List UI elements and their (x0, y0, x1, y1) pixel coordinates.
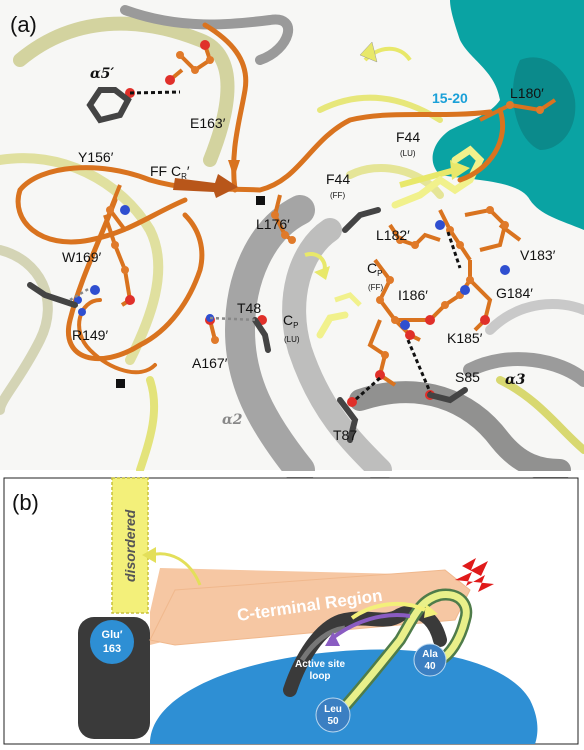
panel-b-label: (b) (12, 490, 39, 515)
orange-backbone (15, 22, 506, 375)
residue-l176: L176′ (256, 216, 290, 232)
background-ribbons (0, 5, 584, 485)
panel-a-label: (a) (10, 12, 37, 37)
panel-a: (a) α5′ E163′ Y156′ FF CR′ W169′ R149′ T… (0, 0, 584, 485)
ala-label: Ala (422, 649, 438, 660)
orange-strand-arrow (173, 174, 238, 198)
residue-a167: A167′ (192, 355, 228, 371)
leu-number: 50 (327, 716, 339, 727)
disordered-label: disordered (122, 509, 138, 582)
loop-marker (256, 196, 265, 205)
residue-f44-ff-note: (FF) (330, 191, 345, 200)
panel-b: (b) disordered C-terminal Region (3, 477, 579, 745)
residue-g184: G184′ (496, 285, 533, 301)
residue-cp-lu: CP (283, 312, 298, 330)
cp-sticks (334, 292, 362, 307)
residue-y156: Y156′ (78, 149, 114, 165)
residue-f44-ff: F44 (326, 171, 350, 187)
loop-marker (116, 379, 125, 388)
helix-a2-label: α2 (222, 412, 243, 428)
region-15-20-label: 15-20 (432, 90, 468, 106)
residue-s85: S85 (455, 369, 480, 385)
glu-163-node: Glu′ 163 (90, 620, 134, 664)
residue-e163: E163′ (190, 115, 226, 131)
purple-arrow (328, 613, 411, 642)
gray-residues (27, 87, 468, 443)
residue-l180: L180′ (510, 85, 544, 101)
yellow-arrow-mid (399, 167, 456, 188)
residue-v183: V183′ (520, 247, 556, 263)
residue-f44-lu: F44 (396, 129, 420, 145)
residue-cp-lu-note: (LU) (284, 335, 300, 344)
ala-40-node: Ala 40 (413, 643, 447, 677)
residue-t87: T87 (333, 427, 357, 443)
yellow-motion-arrow (350, 601, 426, 620)
leu-50-node: Leu 50 (315, 697, 351, 733)
residue-k185: K185′ (447, 330, 483, 346)
glu-number: 163 (103, 643, 121, 655)
residue-f44-lu-note: (LU) (400, 149, 416, 158)
glu-label: Glu′ (102, 629, 123, 641)
active-site-label-line2: loop (309, 671, 330, 682)
ala-number: 40 (424, 661, 436, 672)
helix-a5-label: α5′ (90, 66, 115, 82)
active-site-label-line1: Active site (295, 659, 345, 670)
f44-lu-sidechain (316, 145, 485, 339)
residue-r149: R149′ (72, 327, 108, 343)
leu-label: Leu (324, 704, 342, 715)
lightning-icon (455, 558, 494, 592)
residue-w169: W169′ (62, 249, 102, 265)
h-bonds (129, 90, 462, 402)
residue-cp-ff-note: (FF) (368, 283, 383, 292)
helix-a3-label: α3 (505, 372, 526, 388)
disordered-region: disordered (111, 477, 149, 614)
residue-cp-ff: CP (367, 260, 382, 278)
residue-ff-cr: FF CR′ (150, 163, 190, 181)
blue-domain (150, 649, 538, 744)
orange-residues (74, 40, 557, 407)
residue-l182: L182′ (376, 227, 410, 243)
residue-t48: T48 (237, 300, 261, 316)
residue-i186: I186′ (398, 287, 428, 303)
